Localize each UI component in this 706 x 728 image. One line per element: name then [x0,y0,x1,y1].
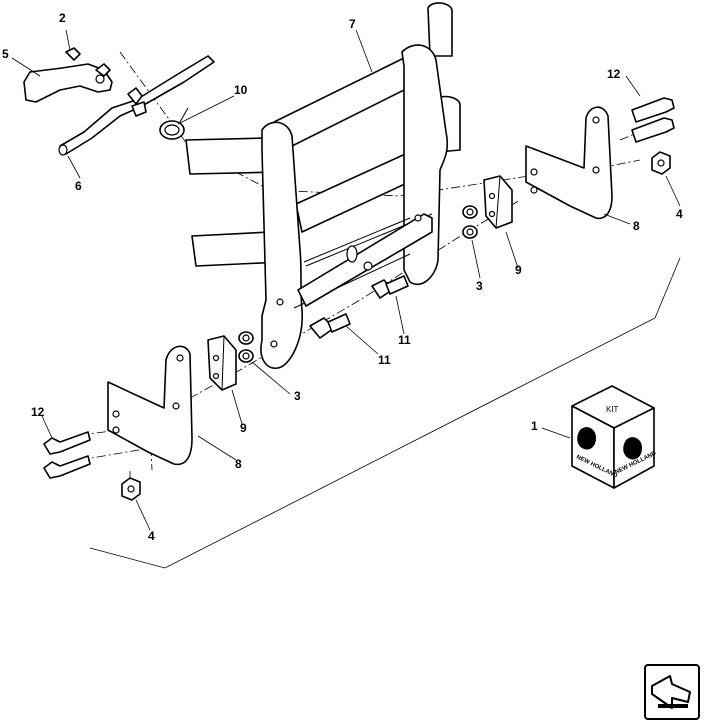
new-holland-leaf-logo-left [577,427,596,450]
leader-lines [11,29,681,531]
callout-2: 2 [59,11,66,25]
callout-7: 7 [349,17,356,31]
callout-4-right: 4 [676,207,683,221]
left-spacer-block [207,335,237,391]
right-hex-nut [651,151,671,175]
callout-1: 1 [531,419,538,433]
right-mounting-bracket [525,106,613,220]
upper-flange-bolt [371,275,409,299]
callout-12-left: 12 [31,405,45,419]
left-long-bolts [43,431,91,479]
callout-11-upper: 11 [398,333,411,347]
callout-9-right: 9 [515,263,522,277]
callout-numbers: 2 5 6 7 10 12 4 8 9 3 11 11 3 9 8 12 4 1 [2,11,683,543]
callout-8-right: 8 [633,219,640,233]
callout-4-left: 4 [148,529,155,543]
left-mounting-bracket [107,345,193,466]
callout-11-lower: 11 [378,353,391,367]
callout-9-left: 9 [240,421,247,435]
new-holland-leaf-logo-right [623,437,642,460]
callout-5: 5 [2,47,9,61]
callout-3-left: 3 [294,389,301,403]
kit-label: KIT [606,405,619,414]
right-spacer-block [483,175,513,229]
next-page-button[interactable] [644,664,700,720]
lower-flange-bolt [309,313,351,339]
callout-8-left: 8 [235,457,242,471]
right-washer-pair [462,205,478,239]
callout-10: 10 [234,83,248,97]
left-washer-pair [238,331,254,363]
callout-6: 6 [75,179,82,193]
kit-box: KIT NEW HOLLAND NEW HOLLAND [571,385,658,489]
control-rod-part [58,55,215,156]
left-hex-nut [121,477,141,501]
lever-bracket-part [23,63,113,103]
right-long-bolts [631,97,675,143]
next-page-arrow-icon [644,664,700,720]
callout-12-right: 12 [607,67,621,81]
clip-part [65,47,81,61]
callout-3-right: 3 [476,279,483,293]
grille-guard-frame [185,2,461,369]
kit-boundary-bracket [89,257,681,569]
retaining-clip-part [159,107,189,140]
